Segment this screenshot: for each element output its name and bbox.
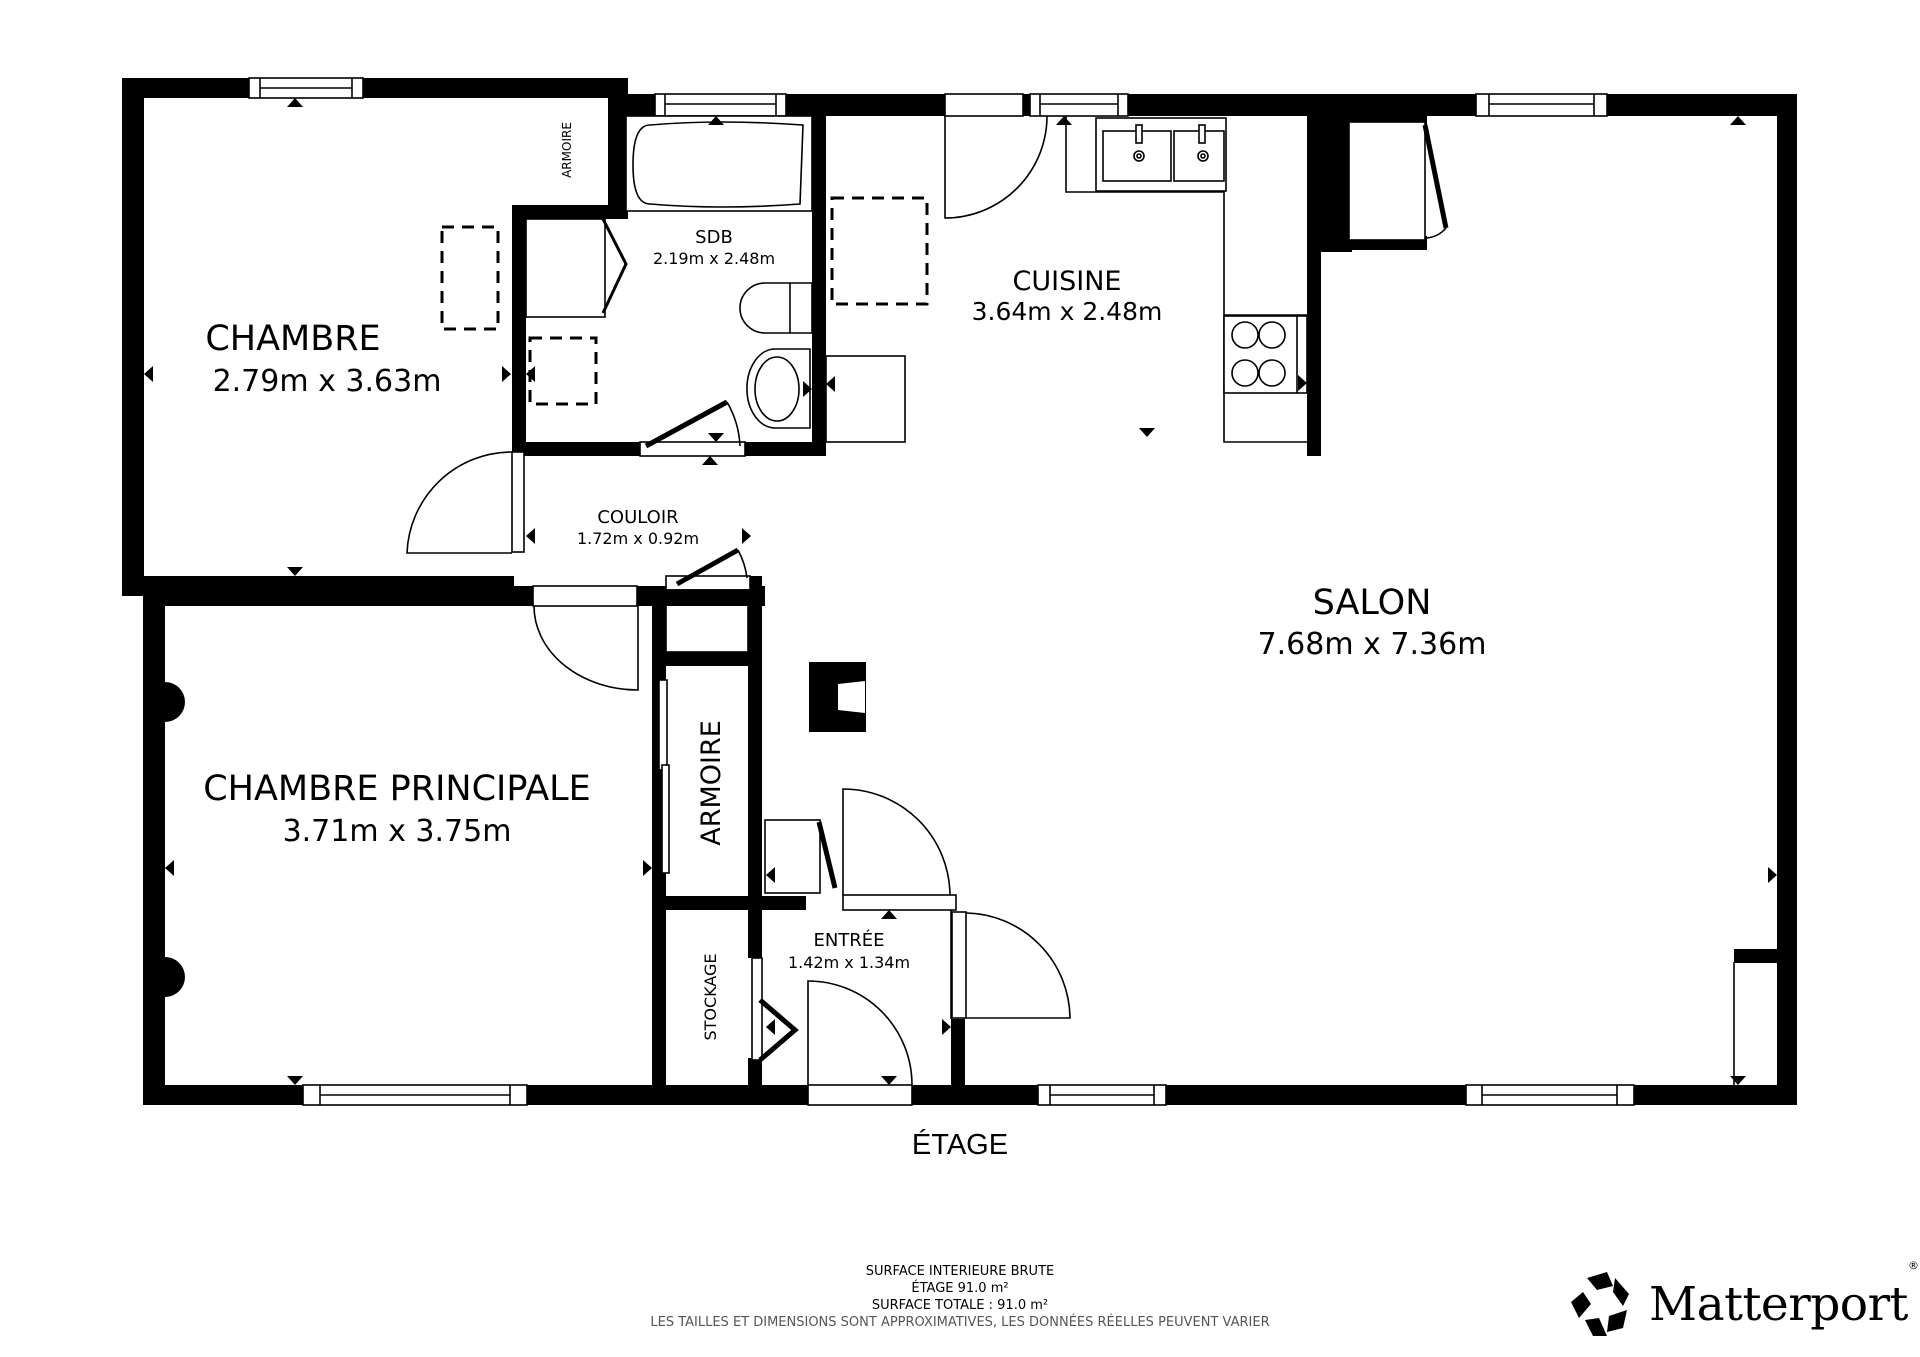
room-name-entree: ENTRÉE	[813, 929, 884, 951]
room-dims-salon: 7.68m x 7.36m	[1258, 627, 1487, 662]
kitchen-counter	[1065, 116, 1307, 443]
chimney-block	[1307, 112, 1352, 252]
room-name-salon: SALON	[1313, 583, 1432, 623]
bathtub	[625, 115, 813, 212]
wall-bottom	[143, 1085, 1797, 1105]
sdb-cabinet	[525, 218, 628, 318]
area-summary: SURFACE INTERIEURE BRUTE ÉTAGE 91.0 m² S…	[0, 1263, 1920, 1332]
kitchen-sink	[1095, 117, 1227, 192]
door-couloir	[665, 547, 751, 591]
door-entree-right	[951, 911, 1071, 1019]
pillar-1	[165, 682, 185, 722]
door-entree-front	[807, 980, 913, 1086]
door-closet-entree	[764, 819, 838, 894]
wall-right	[1777, 94, 1797, 1105]
room-dims-couloir: 1.72m x 0.92m	[577, 529, 699, 548]
wall-cp-left	[143, 586, 165, 1105]
wall-chambre-top	[122, 78, 628, 98]
wall-sdb-top-left	[512, 205, 628, 219]
window-salon-top	[1475, 93, 1608, 117]
window-sdb-top	[654, 93, 787, 117]
wall-chambre-left	[122, 78, 144, 596]
measurement-markers	[144, 98, 1777, 1085]
door-chambre	[406, 451, 525, 554]
wall-right-stub	[1734, 949, 1779, 963]
window-salon-bottom-1	[1037, 1084, 1167, 1106]
wall-sdb-left	[512, 205, 526, 455]
wall-sdb-bottom-left	[512, 442, 640, 456]
door-opening-kitchen-top	[944, 93, 1024, 117]
label-stockage: STOCKAGE	[701, 953, 720, 1040]
matterport-pentagon-icon	[1571, 1272, 1629, 1336]
stove	[1223, 315, 1308, 394]
doors	[406, 115, 1735, 1086]
sink-sdb	[746, 348, 811, 429]
area-title: SURFACE INTERIEURE BRUTE	[865, 1264, 1055, 1279]
room-name-chambre: CHAMBRE	[205, 319, 380, 359]
room-name-sdb: SDB	[695, 227, 733, 248]
door-armoire-sliding	[658, 679, 670, 874]
room-dims-cuisine: 3.64m x 2.48m	[972, 297, 1163, 326]
label-armoire-large: ARMOIRE	[696, 720, 727, 846]
wall-sdb-bottom-right	[745, 442, 825, 456]
appliance-outline-sdb	[528, 336, 598, 406]
kitchen-cabinet-left	[825, 355, 906, 443]
brand-name-text: Matterport	[1649, 1276, 1908, 1332]
door-salon-to-entree-upper	[842, 788, 957, 911]
door-stockage	[751, 957, 799, 1062]
wall-entree-left	[748, 896, 762, 958]
appliance-outline-chambre	[440, 225, 500, 331]
door-sdb	[639, 399, 746, 457]
wall-entree-right	[951, 1019, 965, 1105]
toilet	[739, 282, 813, 334]
room-name-cuisine: CUISINE	[1013, 266, 1122, 297]
brand-name: Matterport ®	[1649, 1259, 1919, 1332]
total-area: SURFACE TOTALE : 91.0 m²	[871, 1298, 1049, 1313]
floor-area: ÉTAGE 91.0 m²	[911, 1281, 1009, 1296]
matterport-logo: Matterport ®	[1567, 1259, 1919, 1340]
wall-armoire-bottom	[666, 896, 806, 910]
window-kitchen-top	[1029, 93, 1129, 117]
pillar-2	[165, 957, 185, 997]
room-name-chambre-principale: CHAMBRE PRINCIPALE	[203, 769, 591, 809]
room-dims-chambre: 2.79m x 3.63m	[213, 364, 442, 399]
disclaimer: LES TAILLES ET DIMENSIONS SONT APPROXIMA…	[650, 1315, 1270, 1330]
registered-mark: ®	[1907, 1258, 1919, 1272]
windows	[248, 77, 1635, 1106]
door-closet-salon	[1348, 121, 1449, 241]
floor-label: ÉTAGE	[912, 1128, 1008, 1161]
window-chambre-top	[248, 77, 364, 99]
window-salon-bottom-2	[1465, 1084, 1635, 1106]
room-dims-entree: 1.42m x 1.34m	[788, 953, 910, 972]
wall-couloir-lower	[748, 576, 762, 902]
wall-sdb-right	[812, 116, 826, 456]
wall-armoire-top	[666, 652, 762, 666]
fixtures	[440, 115, 1308, 1019]
door-cp	[532, 585, 639, 691]
label-armoire-small: ARMOIRE	[560, 122, 574, 178]
room-dims-sdb: 2.19m x 2.48m	[653, 249, 775, 268]
room-dims-chambre-principale: 3.71m x 3.75m	[283, 814, 512, 849]
door-kitchen-top	[944, 115, 1048, 219]
fireplace-opening	[838, 681, 865, 713]
couloir-closet	[665, 589, 749, 653]
appliance-outline-kitchen	[830, 196, 929, 306]
window-cp-bottom	[302, 1084, 528, 1106]
room-name-couloir: COULOIR	[597, 507, 678, 528]
door-opening-entree-bottom	[807, 1084, 913, 1106]
